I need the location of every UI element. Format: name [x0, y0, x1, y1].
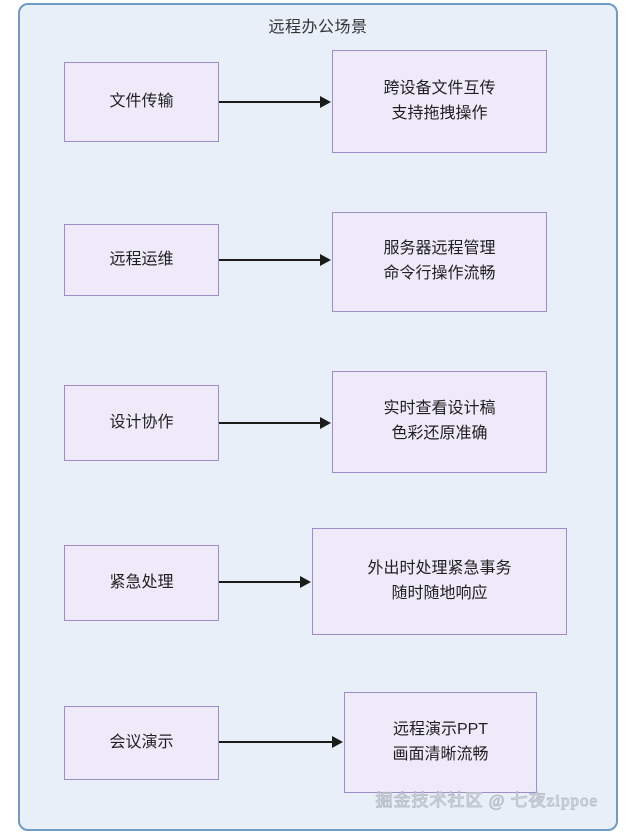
edge-5 [219, 741, 332, 743]
edge-1 [219, 101, 320, 103]
node-source-1[interactable]: 文件传输 [64, 62, 219, 142]
node-source-5-label: 会议演示 [109, 733, 174, 751]
node-target-5-line1: 远程演示PPT [392, 720, 489, 738]
node-target-1[interactable]: 跨设备文件互传 支持拖拽操作 [332, 50, 547, 153]
node-target-2-line1: 服务器远程管理 [383, 240, 496, 258]
node-target-2-line2: 命令行操作流畅 [383, 265, 496, 282]
node-source-2-label: 远程运维 [109, 250, 174, 268]
node-source-4[interactable]: 紧急处理 [64, 545, 219, 621]
node-target-1-line2: 支持拖拽操作 [391, 104, 488, 122]
node-target-3[interactable]: 实时查看设计稿 色彩还原准确 [332, 371, 547, 473]
node-source-4-label: 紧急处理 [109, 573, 174, 591]
node-target-2[interactable]: 服务器远程管理 命令行操作流畅 [332, 212, 547, 312]
edge-2 [219, 259, 320, 261]
node-target-5[interactable]: 远程演示PPT 画面清晰流畅 [344, 692, 537, 793]
node-target-4[interactable]: 外出时处理紧急事务 随时随地响应 [312, 528, 567, 635]
diagram-container: 远程办公场景 文件传输 跨设备文件互传 支持拖拽操作 远程运维 服务器远程管理 … [18, 3, 618, 831]
cluster-title: 远程办公场景 [268, 19, 368, 36]
node-target-5-line2: 画面清晰流畅 [392, 745, 489, 763]
watermark: 掘金技术社区 @ 七夜zippoe [375, 791, 598, 811]
edge-4 [219, 581, 300, 583]
node-target-1-line1: 跨设备文件互传 [383, 79, 496, 97]
node-source-1-label: 文件传输 [109, 92, 174, 110]
node-target-4-line2: 随时随地响应 [391, 584, 488, 602]
edge-2-arrowhead [320, 254, 331, 266]
edge-4-arrowhead [300, 576, 311, 588]
edge-1-arrowhead [320, 96, 331, 108]
node-source-3-label: 设计协作 [109, 413, 174, 431]
edge-3-arrowhead [320, 417, 331, 429]
node-source-5[interactable]: 会议演示 [64, 706, 219, 780]
node-target-3-line1: 实时查看设计稿 [383, 400, 496, 418]
node-source-2[interactable]: 远程运维 [64, 224, 219, 296]
edge-5-arrowhead [332, 736, 343, 748]
node-target-3-line2: 色彩还原准确 [391, 425, 488, 442]
node-target-4-line1: 外出时处理紧急事务 [367, 559, 512, 577]
node-source-3[interactable]: 设计协作 [64, 385, 219, 461]
edge-3 [219, 422, 320, 424]
